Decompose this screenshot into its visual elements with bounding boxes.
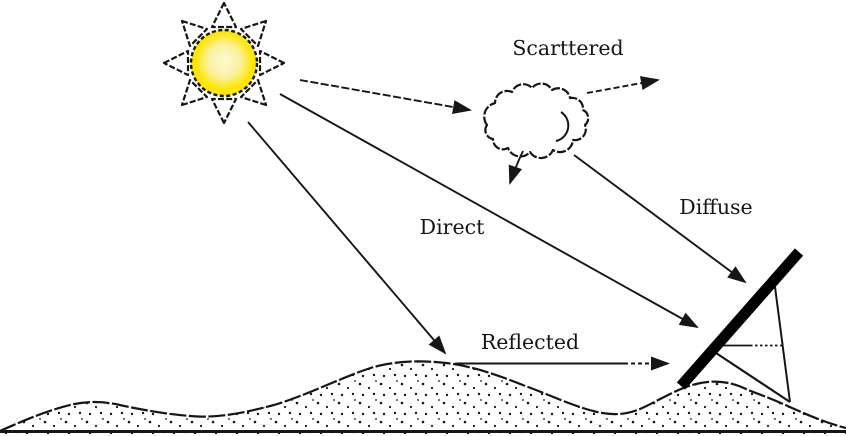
- direct-label: Direct: [420, 215, 485, 239]
- labels: Scarttered Direct Diffuse Reflected: [420, 36, 753, 354]
- ground-contour-line: [0, 360, 846, 433]
- reflected-label: Reflected: [481, 330, 579, 354]
- scattered-label: Scarttered: [512, 36, 623, 60]
- direct-arrow: [279, 93, 699, 328]
- radiation-rays: [247, 76, 747, 371]
- cloud-icon: [483, 82, 590, 160]
- ground-fill: [0, 361, 846, 436]
- panel-support-back: [774, 286, 791, 403]
- sun-disc: [189, 28, 259, 98]
- sun-icon: [162, 1, 286, 125]
- incident-ground-arrow: [247, 121, 447, 355]
- sun-rays-triangles: [162, 1, 286, 125]
- cloud-outline: [483, 82, 590, 160]
- sun-to-cloud-arrow: [299, 79, 472, 114]
- scattered-out-arrow: [586, 76, 660, 94]
- diffuse-arrow: [573, 154, 747, 284]
- scattered-down-arrow: [508, 150, 524, 185]
- diffuse-label: Diffuse: [679, 195, 752, 219]
- solar-panel-icon: [676, 248, 804, 403]
- panel-support-diagonal: [715, 352, 791, 403]
- panel-surface: [676, 248, 804, 390]
- cloud-inner-detail: [555, 111, 570, 142]
- ground-terrain-icon: [0, 360, 846, 436]
